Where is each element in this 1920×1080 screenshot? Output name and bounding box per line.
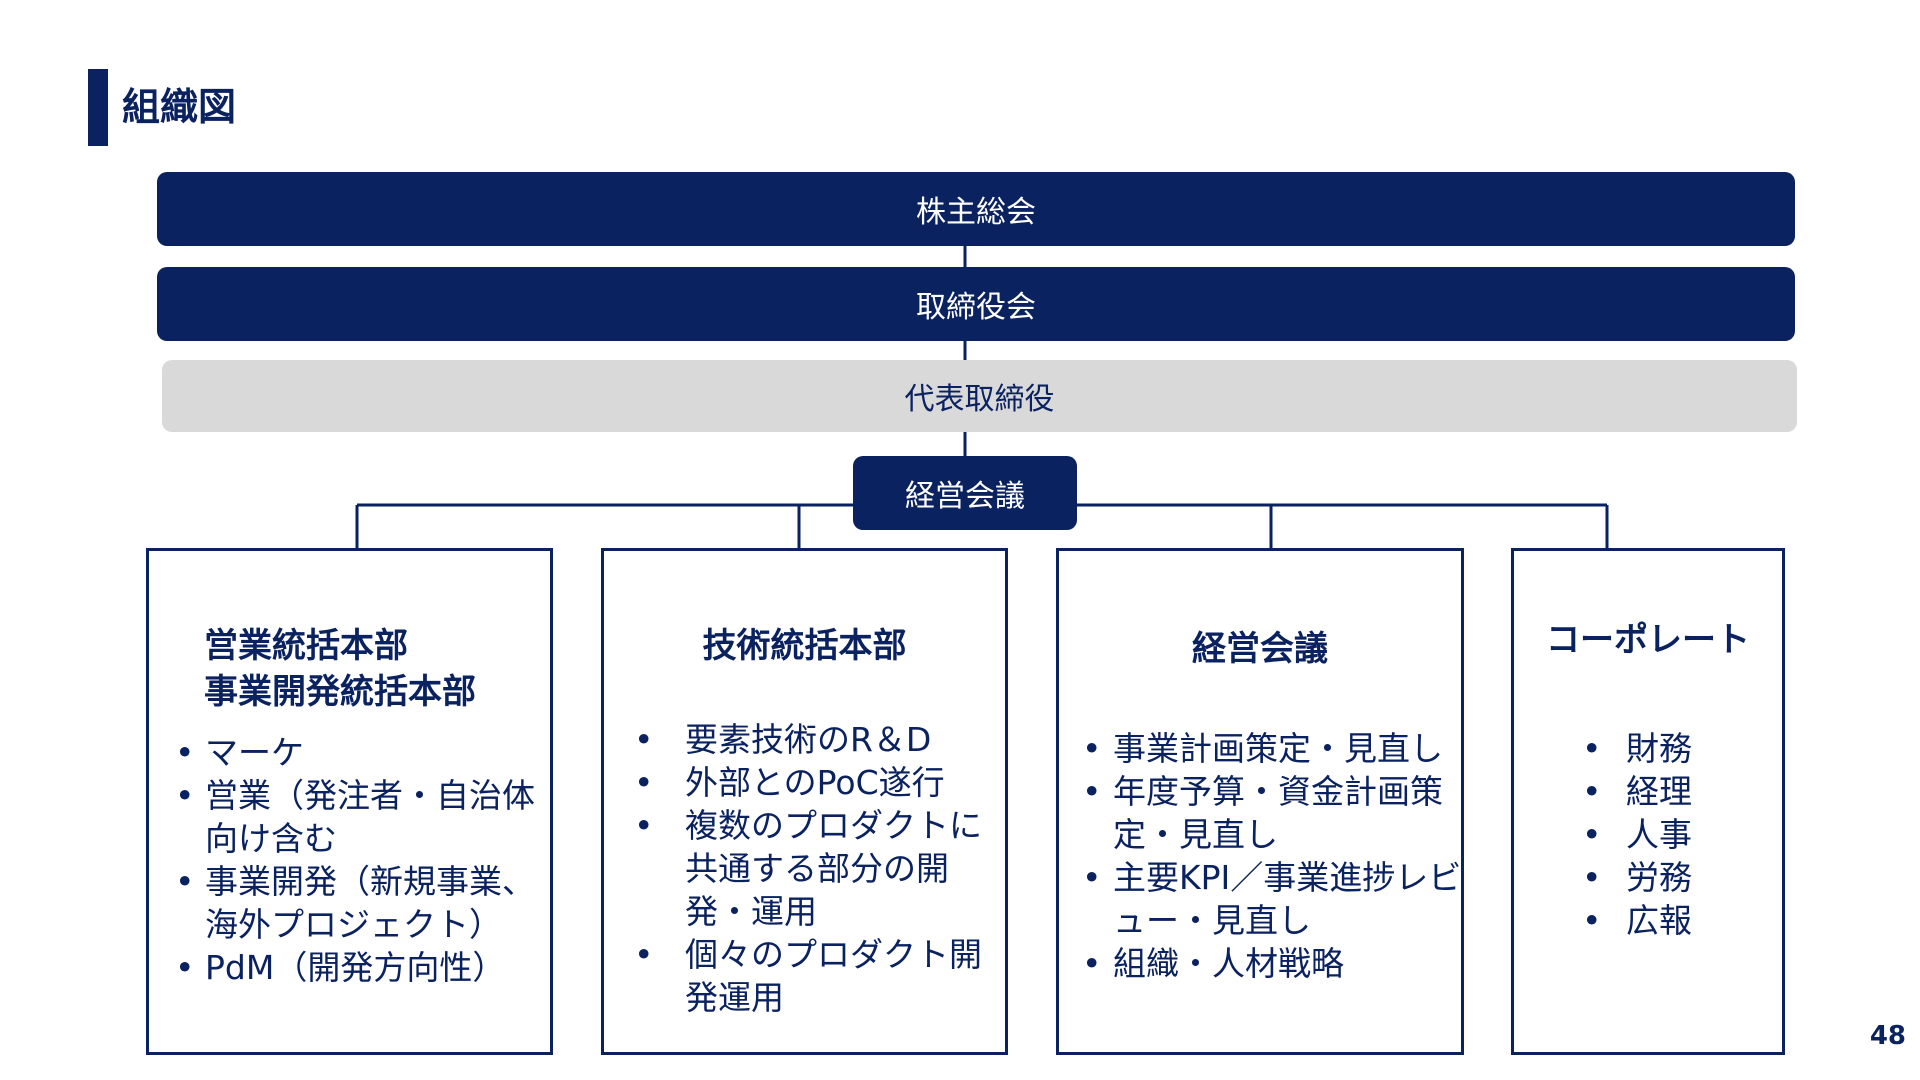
list-item: •PdM（開発方向性） [175, 948, 506, 987]
department-item-list: •要素技術のR＆D •外部とのPoC遂行 •複数のプロダクトに共通する部分の開発… [634, 718, 1004, 1019]
department-technology: 技術統括本部 •要素技術のR＆D •外部とのPoC遂行 •複数のプロダクトに共通… [601, 548, 1008, 1055]
board-of-directors-box: 取締役会 [157, 267, 1795, 341]
bullet-icon: • [634, 806, 654, 845]
department-title: コーポレート [1514, 617, 1782, 663]
bullet-icon: • [1582, 729, 1602, 768]
bullet-icon: • [1082, 858, 1102, 897]
management-meeting-label: 経営会議 [905, 479, 1025, 514]
department-item-list: •マーケ •営業（発注者・自治体向け含む •事業開発（新規事業、海外プロジェクト… [175, 731, 550, 989]
bullet-icon: • [1082, 944, 1102, 983]
department-title: 営業統括本部 事業開発統括本部 [204, 623, 476, 715]
department-item-list: •財務 •経理 •人事 •労務 •広報 [1582, 727, 1782, 942]
department-title-line: 事業開発統括本部 [204, 672, 476, 712]
list-item: •主要KPI／事業進捗レビュー・見直し [1082, 858, 1462, 940]
bullet-icon: • [1582, 858, 1602, 897]
list-item: •年度予算・資金計画策定・見直し [1082, 772, 1443, 854]
department-title: 経営会議 [1059, 626, 1461, 672]
board-of-directors-label: 取締役会 [916, 290, 1036, 325]
department-item-list: •事業計画策定・見直し •年度予算・資金計画策定・見直し •主要KPI／事業進捗… [1082, 727, 1462, 985]
list-item: •要素技術のR＆D [634, 720, 932, 759]
list-item: •財務 [1582, 729, 1692, 768]
shareholders-meeting-box: 株主総会 [157, 172, 1795, 246]
list-item: •複数のプロダクトに共通する部分の開発・運用 [634, 806, 982, 931]
bullet-icon: • [1582, 901, 1602, 940]
department-title-line: 経営会議 [1192, 629, 1328, 669]
list-item: •マーケ [175, 733, 304, 772]
list-item: •組織・人材戦略 [1082, 944, 1344, 983]
department-title-line: コーポレート [1546, 620, 1750, 660]
list-item: •人事 [1582, 815, 1692, 854]
department-title-line: 営業統括本部 [204, 626, 408, 666]
page-number: 48 [1869, 1021, 1906, 1051]
bullet-icon: • [1082, 729, 1102, 768]
list-item: •労務 [1582, 858, 1692, 897]
list-item: •個々のプロダクト開発運用 [634, 935, 982, 1017]
list-item: •外部とのPoC遂行 [634, 763, 945, 802]
bullet-icon: • [175, 776, 195, 815]
bullet-icon: • [634, 763, 654, 802]
department-management: 経営会議 •事業計画策定・見直し •年度予算・資金計画策定・見直し •主要KPI… [1056, 548, 1464, 1055]
list-item: •事業開発（新規事業、海外プロジェクト） [175, 862, 535, 944]
page-title: 組織図 [122, 85, 237, 129]
department-title-line: 技術統括本部 [702, 626, 907, 666]
bullet-icon: • [1582, 815, 1602, 854]
bullet-icon: • [175, 948, 195, 987]
bullet-icon: • [175, 733, 195, 772]
list-item: •広報 [1582, 901, 1692, 940]
list-item: •営業（発注者・自治体向け含む [175, 776, 535, 858]
list-item: •経理 [1582, 772, 1692, 811]
department-corporate: コーポレート •財務 •経理 •人事 •労務 •広報 [1511, 548, 1785, 1055]
bullet-icon: • [634, 935, 654, 974]
shareholders-meeting-label: 株主総会 [916, 195, 1036, 230]
title-accent-bar [88, 69, 108, 146]
ceo-label: 代表取締役 [904, 382, 1055, 417]
bullet-icon: • [175, 862, 195, 901]
management-meeting-hub: 経営会議 [853, 456, 1077, 530]
list-item: •事業計画策定・見直し [1082, 729, 1443, 768]
bullet-icon: • [634, 720, 654, 759]
department-sales-bizdev: 営業統括本部 事業開発統括本部 •マーケ •営業（発注者・自治体向け含む •事業… [146, 548, 553, 1055]
bullet-icon: • [1082, 772, 1102, 811]
department-title: 技術統括本部 [604, 623, 1005, 669]
bullet-icon: • [1582, 772, 1602, 811]
ceo-box: 代表取締役 [162, 360, 1797, 432]
